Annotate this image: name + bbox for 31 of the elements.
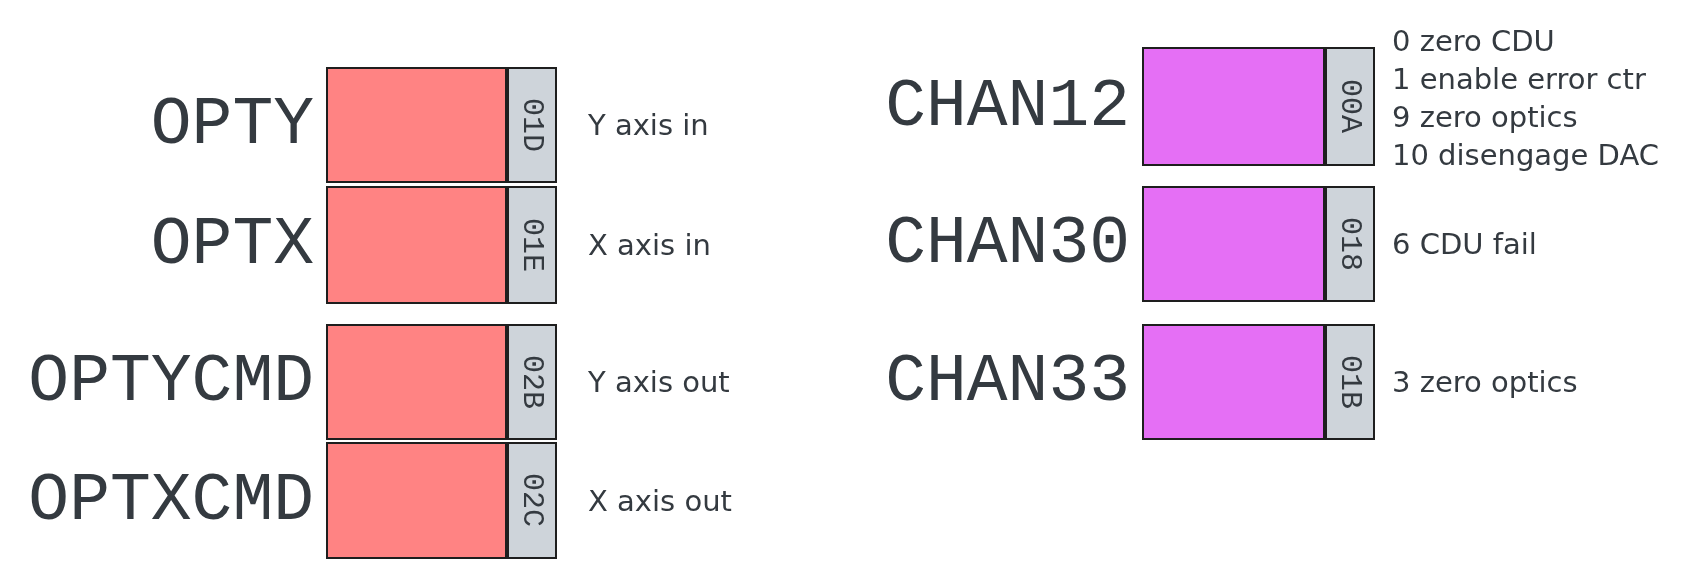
address-tab [507,67,557,183]
register-name: OPTY [150,91,314,159]
bit-note: 10 disengage DAC [1392,137,1659,174]
register-name: CHAN33 [885,348,1130,416]
bit-note: X axis in [588,227,711,264]
address-label: 01E [517,218,547,272]
register-name: CHAN30 [885,210,1130,278]
bit-note: 6 CDU fail [1392,226,1537,263]
bit-note: Y axis in [588,107,709,144]
address-tab [507,324,557,440]
bit-note: 3 zero optics [1392,364,1578,401]
address-label: 02B [517,355,547,409]
address-label: 01B [1335,355,1365,409]
register-name: OPTX [150,211,314,279]
bit-note: 9 zero optics [1392,99,1578,136]
address-tab [1325,186,1375,302]
bit-note: X axis out [588,482,732,520]
address-tab [1325,47,1375,166]
bit-note: 0 zero CDU [1392,23,1555,60]
address-tab [507,186,557,304]
address-label: 01D [517,98,547,152]
address-tab [1325,324,1375,440]
bit-note: Y axis out [588,364,730,401]
register-name: OPTYCMD [28,348,314,416]
address-label: 018 [1335,217,1365,271]
address-tab [507,442,557,559]
address-label: 02C [517,473,547,528]
bit-note: 1 enable error ctr [1392,61,1646,98]
register-name: OPTXCMD [28,466,314,535]
register-name: CHAN12 [885,72,1130,141]
address-label: 00A [1335,79,1365,134]
